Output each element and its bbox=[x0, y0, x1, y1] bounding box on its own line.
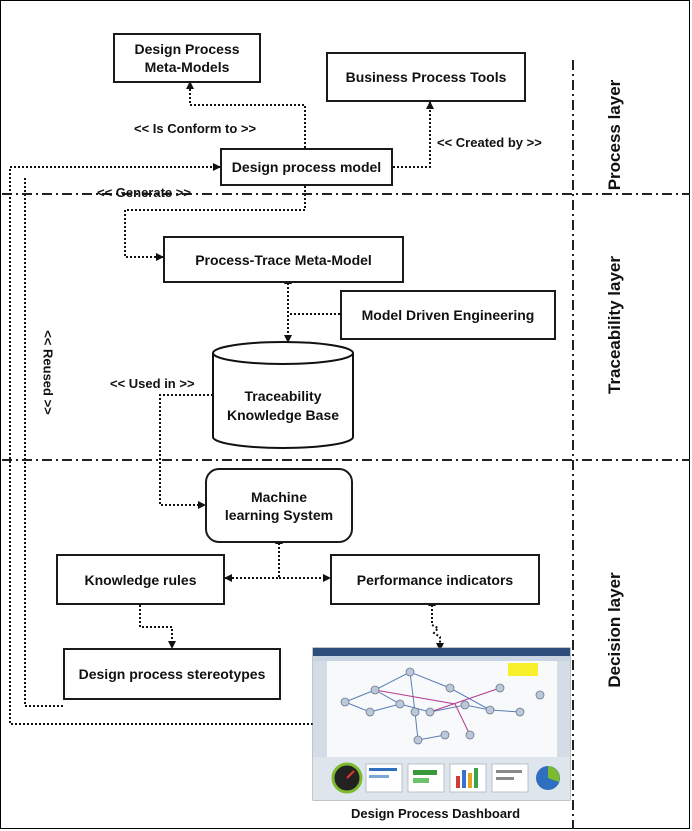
design-process-stereotypes-box: Design process stereotypes bbox=[63, 648, 281, 700]
connector-rules-stereotypes bbox=[139, 605, 176, 649]
traceability-layer-title: Traceability layer bbox=[605, 256, 624, 394]
business-process-tools-box: Business Process Tools bbox=[326, 52, 526, 102]
design-process-model-box: Design process model bbox=[220, 148, 393, 186]
knowledge-rules-box: Knowledge rules bbox=[56, 554, 225, 605]
connector-conform bbox=[186, 81, 306, 148]
process-layer-title: Process layer bbox=[605, 79, 624, 191]
machine-learning-system-box: Machine learning System bbox=[205, 468, 353, 543]
label-is-conform-to: << Is Conform to >> bbox=[134, 121, 257, 136]
performance-indicators-box: Performance indicators bbox=[330, 554, 540, 605]
process-trace-meta-model-box: Process-Trace Meta-Model bbox=[163, 236, 404, 283]
traceability-knowledge-base-label: Traceability Knowledge Base bbox=[226, 388, 340, 423]
dashboard-screenshot bbox=[312, 647, 571, 801]
connector-created-by bbox=[393, 101, 434, 168]
connector-reused bbox=[9, 163, 313, 725]
connector-ml-rules-perf bbox=[224, 536, 283, 582]
connector-used-in bbox=[159, 394, 245, 509]
connector-perf-dashboard bbox=[428, 598, 444, 651]
model-driven-engineering-box: Model Driven Engineering bbox=[340, 290, 556, 340]
connector-generate bbox=[124, 186, 306, 261]
label-used-in: << Used in >> bbox=[110, 376, 195, 391]
label-generate: << Generate >> bbox=[97, 185, 191, 200]
dashboard-caption: Design Process Dashboard bbox=[351, 806, 521, 821]
label-reused: << Reused >> bbox=[40, 330, 56, 415]
knowledge-base-cylinder bbox=[212, 341, 354, 449]
connector-reused-inner bbox=[24, 178, 63, 707]
design-process-meta-models-box: Design Process Meta-Models bbox=[113, 33, 261, 83]
label-created-by: << Created by >> bbox=[437, 135, 542, 150]
decision-layer-title: Decision layer bbox=[605, 572, 624, 688]
